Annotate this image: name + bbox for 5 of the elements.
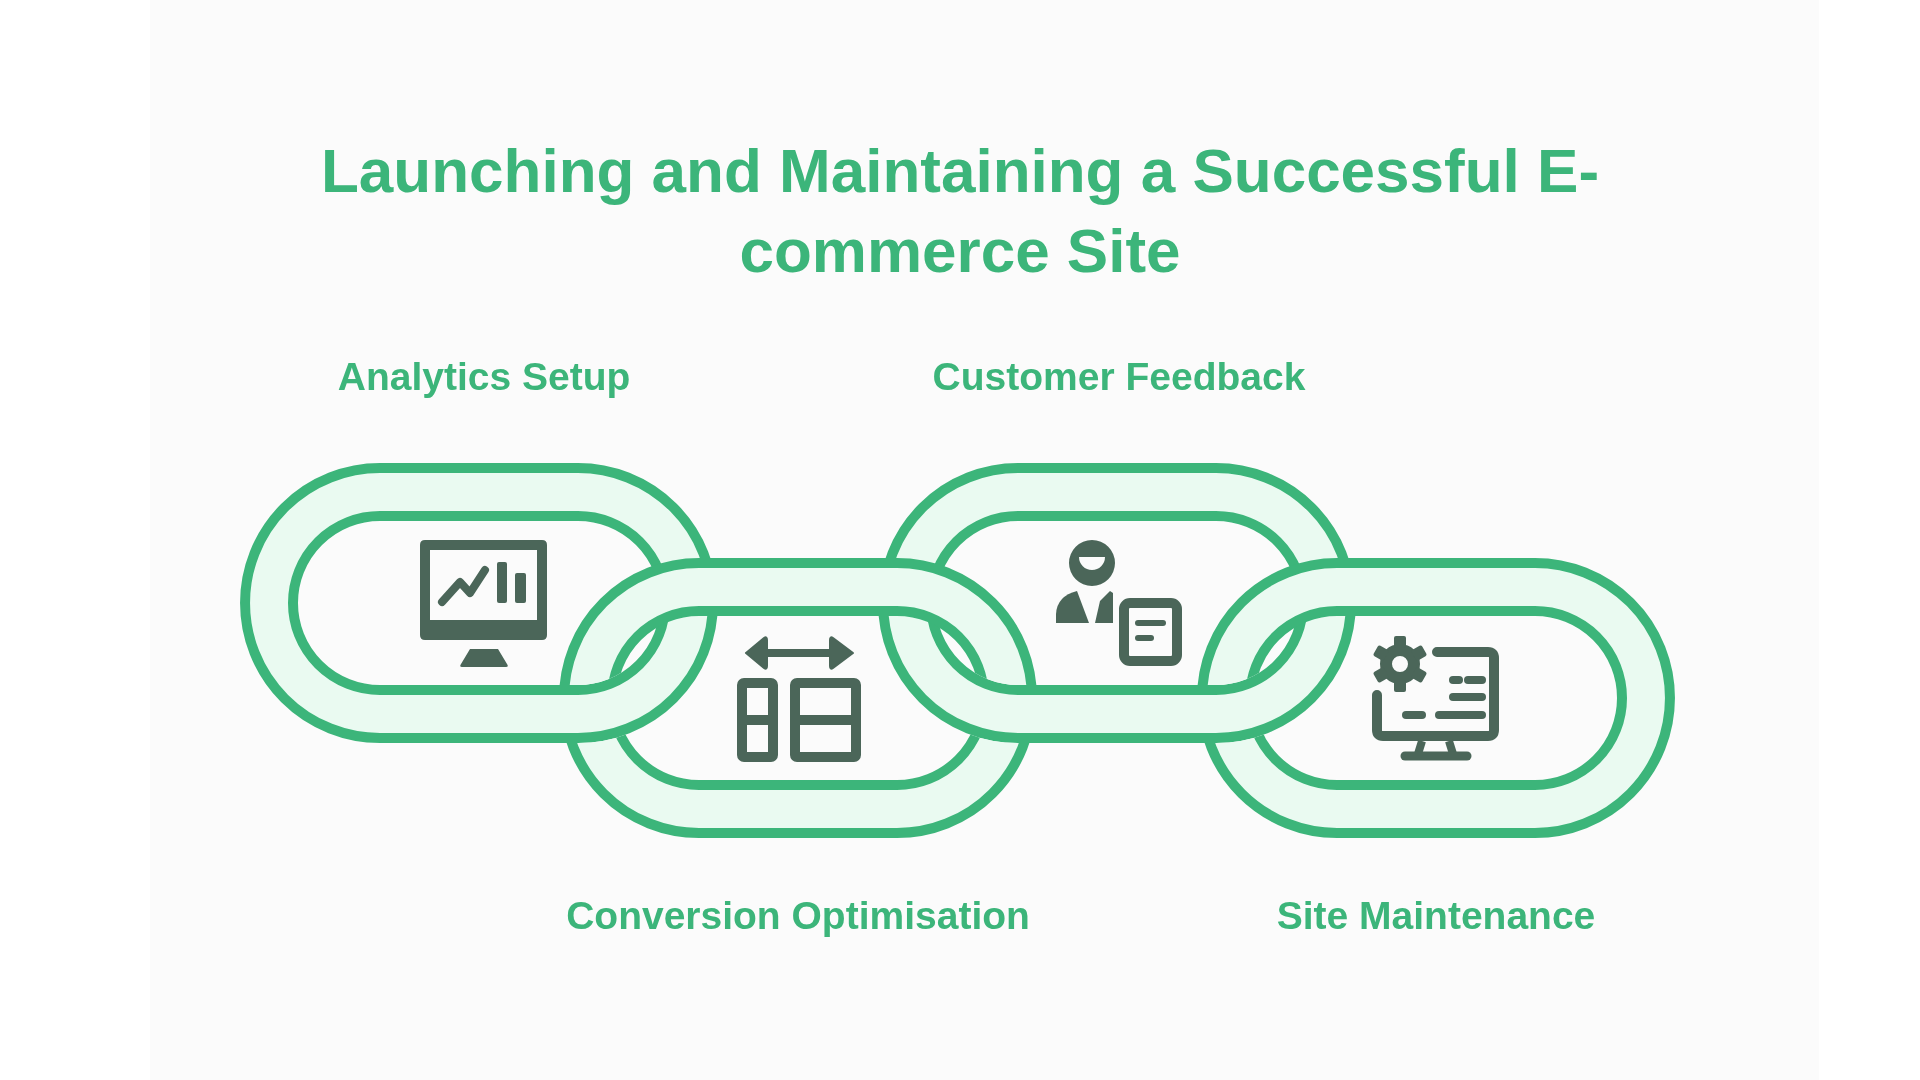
title: Launching and Maintaining a Successful E-commerce Site (319, 135, 1601, 287)
step-label: Site Maintenance (1276, 893, 1596, 939)
step-label: Conversion Optimisation (566, 893, 1030, 939)
step-label: Analytics Setup (337, 354, 631, 400)
step-label: Customer Feedback (932, 354, 1306, 400)
